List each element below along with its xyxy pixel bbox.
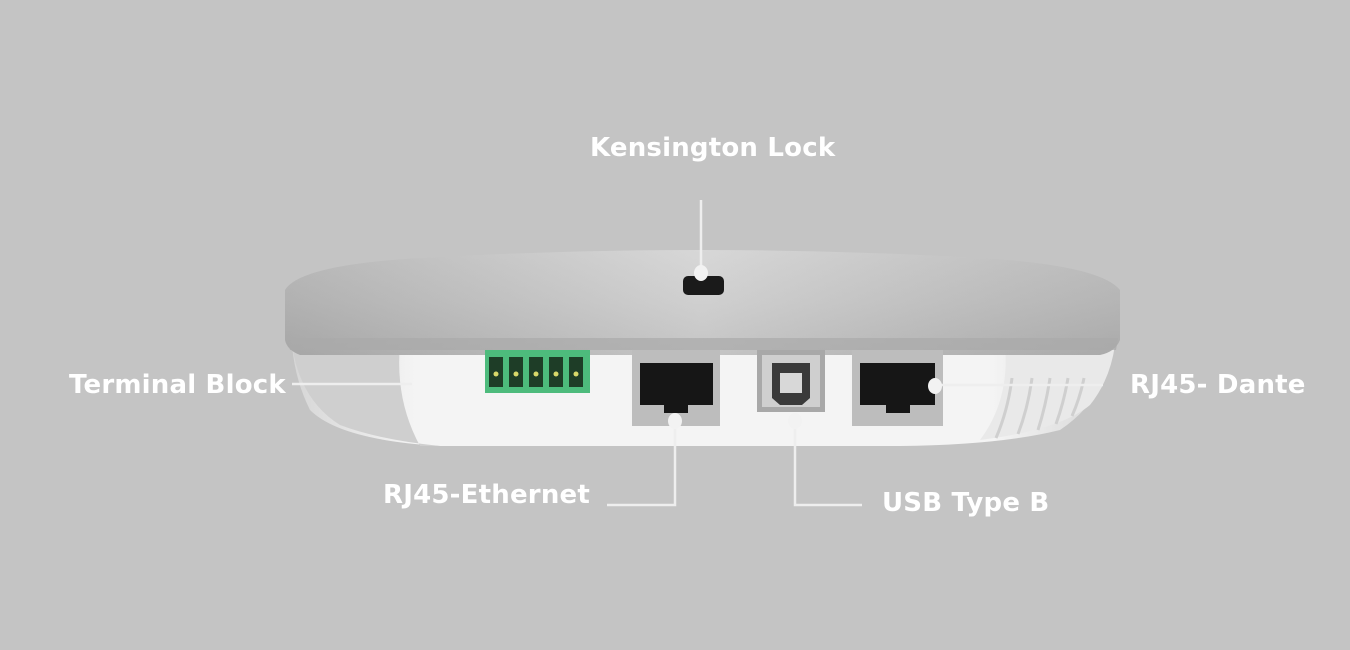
rj45-dante-label: RJ45- Dante bbox=[1130, 370, 1306, 400]
kensington-lock-label: Kensington Lock bbox=[590, 133, 836, 163]
vent-slots bbox=[994, 377, 1086, 439]
usb-type-b-label: USB Type B bbox=[882, 488, 1050, 518]
usb-leader bbox=[793, 420, 862, 507]
ethernet-leader bbox=[607, 420, 677, 507]
device-top-ring bbox=[285, 250, 1120, 355]
rj45-ethernet-label: RJ45-Ethernet bbox=[383, 480, 590, 510]
kensington-slot bbox=[683, 276, 724, 295]
terminal-block-port bbox=[485, 350, 590, 393]
usb-type-b-port bbox=[757, 350, 825, 412]
terminal-block-label: Terminal Block bbox=[69, 370, 286, 400]
rj45-dante-port bbox=[852, 350, 943, 426]
leader-dots bbox=[668, 265, 942, 429]
leader-lines bbox=[292, 200, 1103, 507]
